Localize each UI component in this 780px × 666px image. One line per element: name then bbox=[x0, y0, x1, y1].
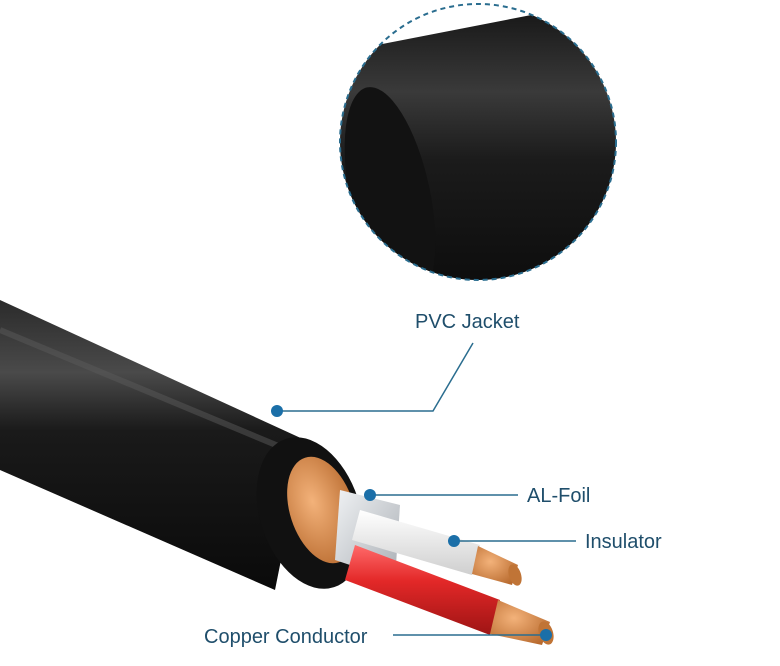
callout-lines bbox=[277, 342, 576, 636]
callout-line-pvc-jacket bbox=[277, 342, 474, 412]
callout-dot-pvc-jacket bbox=[271, 405, 283, 417]
jacket-zoom-circle bbox=[339, 3, 617, 281]
cable-body bbox=[0, 300, 364, 590]
label-copper-conductor: Copper Conductor bbox=[204, 626, 368, 648]
callout-dots bbox=[271, 405, 552, 641]
label-pvc-jacket: PVC Jacket bbox=[415, 311, 520, 333]
label-al-foil: AL-Foil bbox=[527, 485, 591, 507]
callout-dot-insulator bbox=[448, 535, 460, 547]
white-wire bbox=[352, 510, 522, 586]
label-insulator: Insulator bbox=[585, 531, 662, 553]
callout-dot-al-foil bbox=[364, 489, 376, 501]
callout-dot-copper-conductor bbox=[540, 629, 552, 641]
